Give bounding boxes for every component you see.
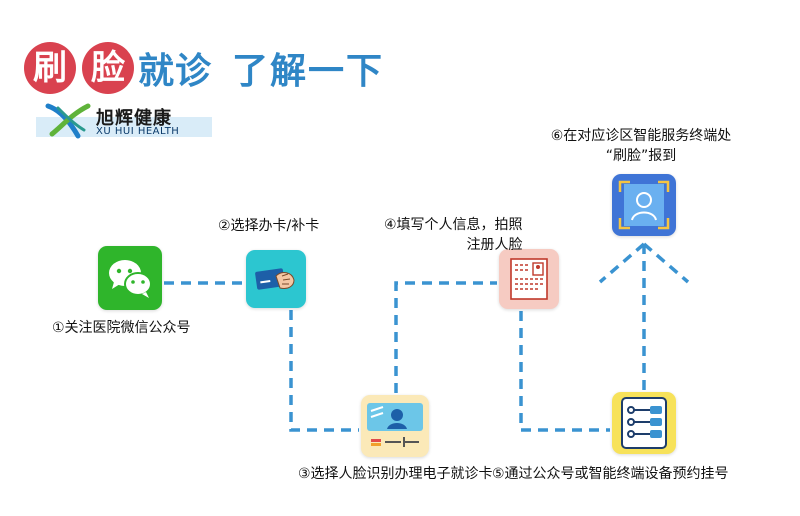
face-card-icon [367,403,423,447]
card-hand-icon [255,268,295,290]
form-tile [499,249,559,309]
list-tile [612,392,676,454]
step-2-label: ②选择办卡/补卡 [218,218,320,234]
logo-band [36,117,212,137]
connector-2-3 [289,310,359,432]
face-scan-tile [612,174,676,236]
title-char-2: 脸 [82,42,134,94]
page-title: 刷 脸 就诊 了解一下 [24,40,384,96]
arrowhead-left [598,242,646,284]
title-char-1: 刷 [24,42,76,94]
form-icon [510,258,548,300]
step-4-label: ④填写个人信息，拍照 注册人脸 [384,215,523,255]
connector-3-4 [394,281,497,393]
title-text: 就诊 [138,51,213,92]
logo-icon [45,103,91,139]
logo-name-en: XU HUI HEALTH [96,126,180,137]
face-scan-icon [618,180,670,230]
step-3-label: ③选择人脸识别办理电子就诊卡 [298,466,493,482]
list-icon [621,397,667,449]
step-1-label: ①关注医院微信公众号 [52,320,191,336]
step-4-label-line1: ④填写个人信息，拍照 [384,217,523,233]
card-tile [246,250,306,308]
step-6-label-line1: ⑥在对应诊区智能服务终端处 [550,128,732,144]
wechat-tile [98,246,162,310]
step-4-label-line2: 注册人脸 [466,237,523,253]
face-card-tile [361,395,429,457]
step-5-label: ⑤通过公众号或智能终端设备预约挂号 [492,466,729,482]
title-text-2: 了解一下 [232,51,385,92]
arrowhead-right [642,242,690,284]
step-6-label-line2: “刷脸”报到 [605,148,677,164]
wechat-icon [109,260,152,298]
step-6-label: ⑥在对应诊区智能服务终端处 “刷脸”报到 [536,126,746,166]
connector-4-5 [519,311,610,432]
logo-name-cn: 旭辉健康 [96,108,172,129]
